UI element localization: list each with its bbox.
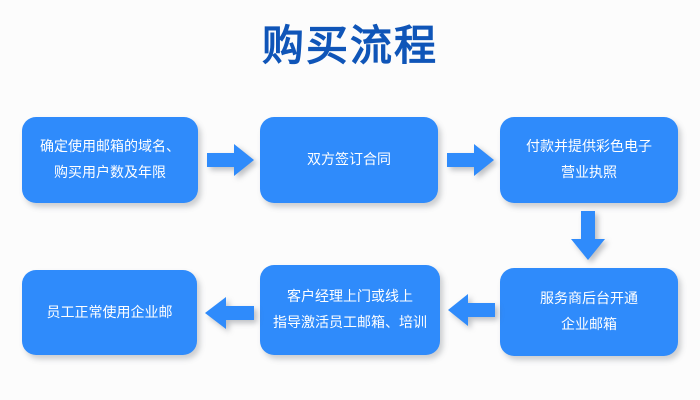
arrow-down-icon (570, 211, 606, 261)
arrow-left-icon (204, 296, 254, 330)
flow-step-5-line-2: 指导激活员工邮箱、培训 (273, 315, 427, 331)
flow-step-1-line-1: 确定使用邮箱的域名、 (40, 139, 180, 155)
flow-step-5: 客户经理上门或线上 指导激活员工邮箱、培训 (260, 265, 440, 355)
page-title: 购买流程 (261, 21, 438, 70)
arrow-left-icon (447, 293, 495, 327)
flow-step-6: 员工正常使用企业邮 (22, 270, 197, 355)
flow-step-1-line-2: 购买用户数及年限 (54, 165, 166, 181)
flow-step-1: 确定使用邮箱的域名、 购买用户数及年限 (22, 117, 198, 203)
flow-step-5-line-1: 客户经理上门或线上 (287, 289, 413, 305)
flow-step-3-line-2: 营业执照 (561, 165, 617, 181)
arrow-right-icon (207, 143, 255, 177)
flow-step-4: 服务商后台开通 企业邮箱 (500, 268, 678, 356)
arrow-right-icon (447, 143, 495, 177)
flow-step-6-line-1: 员工正常使用企业邮 (46, 304, 173, 321)
flow-step-2-line-1: 双方签订合同 (307, 152, 391, 168)
flow-step-2: 双方签订合同 (260, 117, 438, 203)
flow-step-3-line-1: 付款并提供彩色电子 (526, 139, 652, 155)
flow-step-3: 付款并提供彩色电子 营业执照 (500, 117, 678, 203)
flow-step-4-line-2: 企业邮箱 (561, 317, 617, 333)
flow-step-4-line-1: 服务商后台开通 (540, 291, 638, 307)
